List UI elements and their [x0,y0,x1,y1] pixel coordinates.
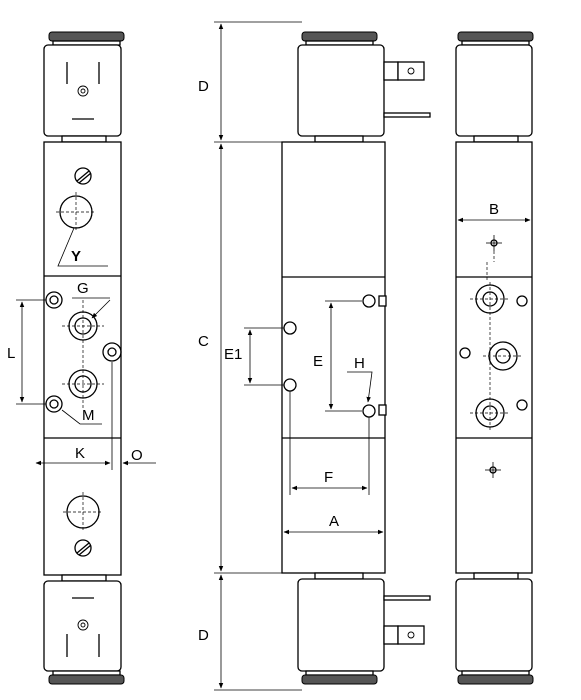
label-Y: Y [71,248,81,265]
label-C: C [198,333,209,350]
middle-bottom-knurl [301,674,378,685]
label-L: L [7,345,15,362]
right-bottom-knurl [457,674,534,685]
label-E1: E1 [224,346,242,363]
left-top-coil [43,44,122,137]
right-bottom-coil [455,578,533,672]
label-B: B [489,201,499,218]
middle-bottom-coil [297,578,385,672]
left-bottom-coil [43,580,122,672]
left-valve-body [43,141,122,576]
left-top-knurl [48,31,125,42]
top-connector-pin [397,61,425,81]
middle-view: D C D E1 E [198,21,431,691]
label-E: E [313,353,323,370]
label-H: H [354,355,365,372]
right-top-knurl [457,31,534,42]
label-F: F [324,469,333,486]
label-D-top: D [198,78,209,95]
label-A: A [329,513,339,530]
right-top-coil [455,44,533,137]
label-M: M [82,407,95,424]
left-bottom-knurl [48,674,125,685]
middle-top-knurl [301,31,378,42]
bottom-connector-pin [397,625,425,645]
left-view: Y G M L K O [7,31,156,685]
label-D-bottom: D [198,627,209,644]
middle-valve-body [281,141,386,574]
label-O: O [131,447,143,464]
right-view: B [455,31,534,685]
label-G: G [77,280,89,297]
middle-top-coil [297,44,385,137]
label-K: K [75,445,85,462]
